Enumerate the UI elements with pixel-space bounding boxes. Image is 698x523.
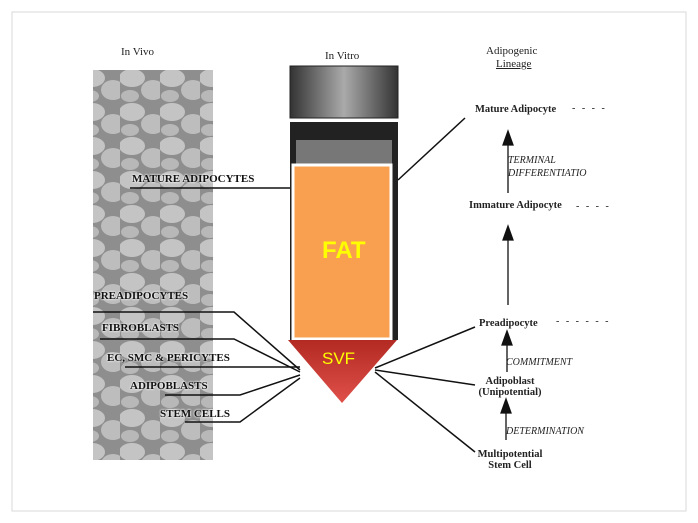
adipoblast-qualifier: (Unipotential) [478,387,542,398]
stem-cell-qualifier: Multipotential [477,449,543,460]
label-fibroblasts: FIBROBLASTS [102,322,180,334]
frame [11,11,687,512]
leader-lines [93,117,476,453]
label-stem-cells: STEM CELLS [160,408,230,420]
label-preadipocytes: PREADIPOCYTES [94,290,189,302]
stem-cell-name: Stem Cell [488,460,532,471]
step-commitment: COMMITMENT [506,357,573,368]
lineage-title: Adipogenic [486,45,538,57]
tissue-photo [93,70,213,460]
fat-label: FAT [322,237,366,264]
dashes-immature: - - - - [576,201,611,212]
svf-label: SVF [322,349,356,368]
lineage-subtitle: Lineage [496,58,532,70]
node-preadipocyte: Preadipocyte [479,318,538,329]
label-adipoblasts: ADIPOBLASTS [130,380,208,392]
dashes-mature: - - - - [572,103,607,114]
tube-cap [289,65,399,119]
adipoblast-name: Adipoblast [485,376,535,387]
label-mature-adipocytes: MATURE ADIPOCYTES [132,173,255,185]
node-immature-adipocyte: Immature Adipocyte [469,200,562,211]
node-mature-adipocyte: Mature Adipocyte [475,104,557,115]
in-vivo-header: In Vivo [121,46,155,58]
fat-layer [291,163,393,341]
step-differentiation: DIFFERENTIATIO [508,168,587,179]
svf-layer [288,340,397,403]
dashes-preadipocyte: - - - - - - [556,316,611,327]
step-terminal: TERMINAL [508,155,556,166]
lineage-arrows [500,129,514,440]
step-determination: DETERMINATION [506,426,584,437]
node-adipoblast: Adipoblast(Unipotential) [476,376,544,398]
in-vitro-header: In Vitro [325,50,360,62]
label-ec-smc-pericytes: EC, SMC & PERICYTES [107,352,230,364]
